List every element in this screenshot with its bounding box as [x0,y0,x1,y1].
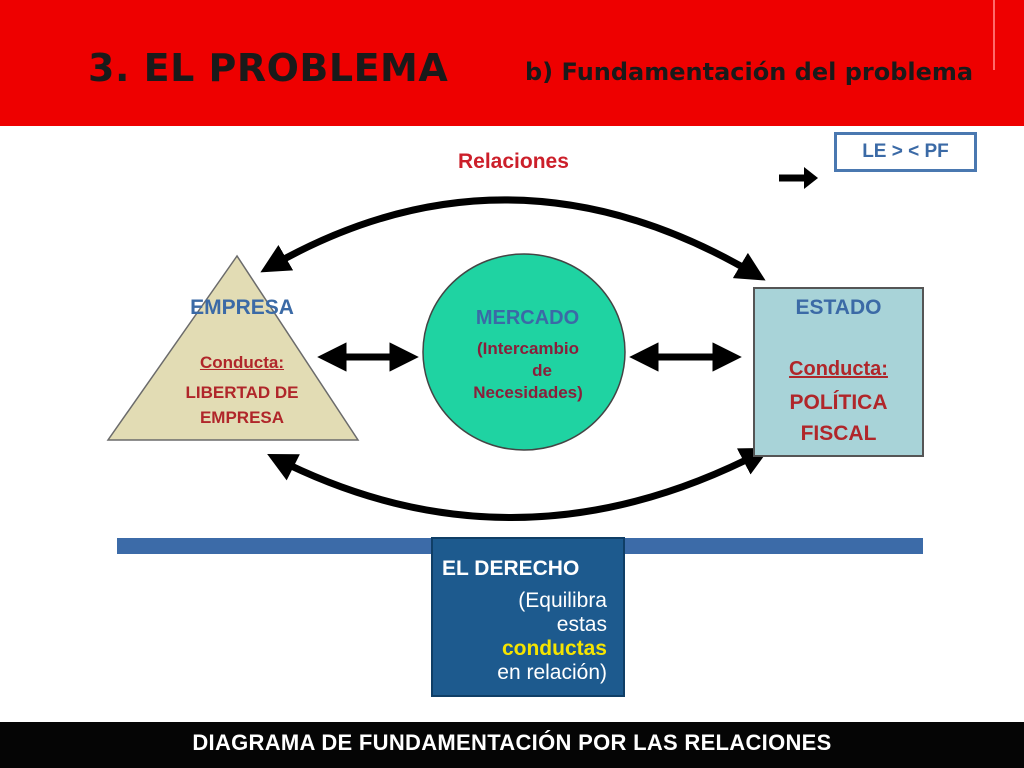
header-divider [993,0,995,70]
empresa-conducta-line1: LIBERTAD DE [185,383,299,402]
top-relation-arrow [260,196,766,281]
empresa-triangle [106,254,360,441]
header-band [0,0,1024,126]
derecho-title: EL DERECHO [442,557,580,580]
mercado-description: (Intercambio de Necesidades) [438,338,618,404]
footer-caption: DIAGRAMA DE FUNDAMENTACIÓN POR LAS RELAC… [192,730,832,755]
estado-conducta-line2: FISCAL [800,422,877,445]
mercado-line1: (Intercambio [476,339,580,358]
derecho-line1: (Equilibra [518,589,607,612]
derecho-box [431,537,625,697]
footer-band [0,722,1024,768]
mercado-line3: Necesidades) [473,383,583,402]
empresa-conducta-line2: EMPRESA [199,408,285,427]
legend-arrow-icon [779,167,818,189]
bottom-relation-arrow [267,447,770,522]
mercado-circle [422,253,626,451]
estado-title: ESTADO [795,296,882,319]
empresa-conducta-value: LIBERTAD DE EMPRESA [162,380,322,430]
relations-label: Relaciones [458,150,569,173]
empresa-title: EMPRESA [190,296,294,319]
empresa-conducta-label: Conducta: [199,353,285,372]
estado-conducta-value: POLÍTICA FISCAL [753,387,924,449]
slide-title: 3. EL PROBLEMA [88,46,449,90]
derecho-line2: estas [556,613,607,636]
estado-box [753,287,924,457]
mercado-line2: de [532,361,552,380]
estado-conducta-line1: POLÍTICA [789,391,888,414]
legend-box: LE > < PF [834,132,977,172]
mercado-title: MERCADO [475,307,580,329]
derecho-highlight: conductas [501,637,607,660]
slide-subtitle: b) Fundamentación del problema [525,58,974,86]
derecho-line3: en relación) [497,661,607,684]
estado-conducta-label: Conducta: [789,358,888,380]
